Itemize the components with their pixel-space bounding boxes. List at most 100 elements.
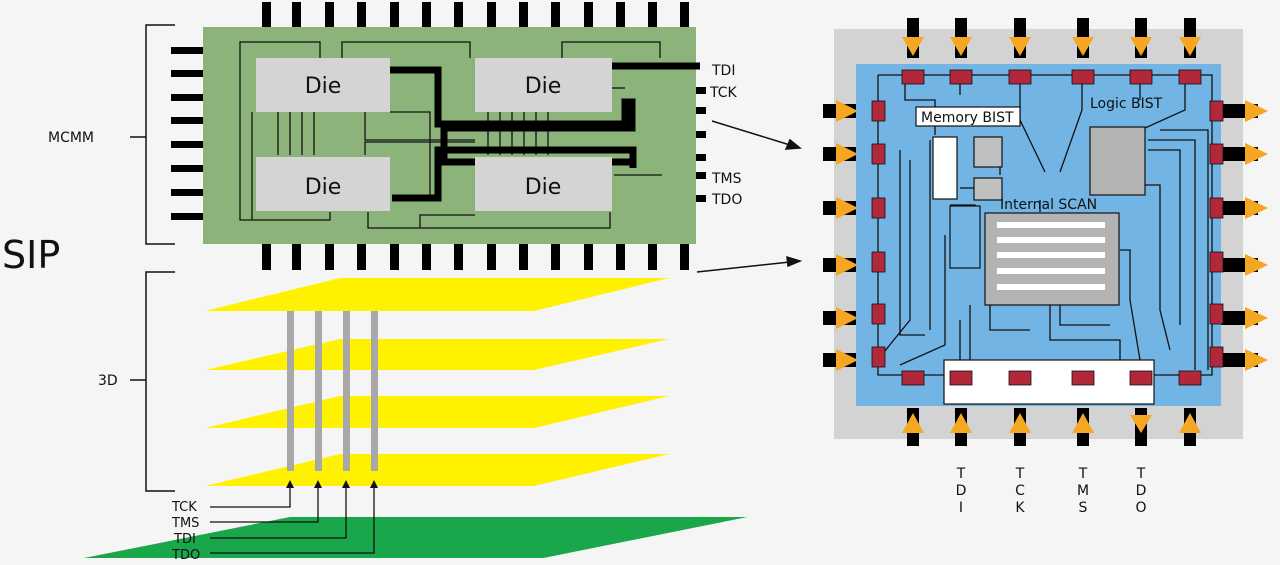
memory-bist-block: Memory BIST <box>915 106 1021 127</box>
mcmm-pin <box>616 243 625 270</box>
chip-pin-letter: K <box>1015 500 1025 516</box>
stack-pin-tck: TCK <box>171 500 197 515</box>
mcmm-pin <box>262 243 271 270</box>
arrow-out-icon <box>1245 197 1268 219</box>
layer-4 <box>205 454 669 486</box>
chip-pin-letter: I <box>959 500 963 516</box>
io-cell <box>1209 346 1224 368</box>
mcmm-pin <box>171 141 204 148</box>
mcmm-pin <box>519 2 528 28</box>
die-bottom-left: Die <box>256 157 390 211</box>
chip-pin-letter: O <box>1135 500 1146 516</box>
arrow-in-icon <box>1130 37 1152 56</box>
arrow-in-icon <box>836 143 858 165</box>
stack-pin-tdi: TDI <box>173 532 196 547</box>
io-cell <box>871 197 886 219</box>
arrow-in-icon <box>950 37 972 56</box>
internal-scan-label: Internal SCAN <box>1000 197 1097 213</box>
mcmm-pin <box>357 2 366 28</box>
memory-block-white <box>932 136 958 200</box>
mcmm-thin-traces <box>239 41 662 229</box>
io-cell <box>901 69 925 85</box>
mcmm-label: MCMM <box>48 130 94 146</box>
arrow-in-icon <box>902 413 924 433</box>
pointer-arrows <box>696 120 803 273</box>
arrow-in-icon <box>1009 37 1031 56</box>
die-top-right: Die <box>475 58 612 112</box>
die-label: Die <box>525 74 562 99</box>
chip-pin-label: TCK <box>1015 466 1026 516</box>
mcmm-pin <box>551 2 560 28</box>
arrow-in-icon <box>1009 413 1031 433</box>
three-d-label: 3D <box>98 373 118 389</box>
die-top-left: Die <box>256 58 390 112</box>
chip-pin-letter: T <box>1078 466 1088 482</box>
io-cell <box>871 251 886 273</box>
arrow-in-icon <box>836 100 858 122</box>
die-bottom-right: Die <box>475 157 612 211</box>
mcmm-pin <box>390 243 399 270</box>
logic-bist-label: Logic BIST <box>1090 96 1163 112</box>
chip-pin-letter: S <box>1079 500 1088 516</box>
chip-pin-letter: T <box>1136 466 1146 482</box>
layer-3 <box>205 396 669 428</box>
io-cell <box>871 100 886 122</box>
io-cell <box>1071 370 1095 386</box>
arrow-out-icon <box>1245 307 1268 329</box>
io-cell <box>1071 69 1095 85</box>
chip-pin-letter: M <box>1077 483 1089 499</box>
scan-chains <box>997 222 1105 290</box>
mcmm-thick-traces <box>390 62 700 202</box>
die-label: Die <box>305 74 342 99</box>
chip-pins <box>823 18 1268 446</box>
mcmm-pin <box>454 243 463 270</box>
die-label: Die <box>525 175 562 200</box>
mcmm-pin <box>325 2 334 28</box>
io-cell <box>1209 197 1224 219</box>
through-silicon-vias <box>287 311 378 471</box>
die-label: Die <box>305 175 342 200</box>
mcmm-pin <box>390 2 399 28</box>
mcmm-pin <box>171 117 204 124</box>
logic-bist-block: Logic BIST <box>1089 96 1163 196</box>
io-cell <box>871 303 886 325</box>
layer-2 <box>205 339 669 370</box>
boundary-scan-register <box>943 359 1155 405</box>
mcmm-pin-tck: TCK <box>709 85 738 101</box>
io-cell <box>1178 370 1202 386</box>
mcmm-pin <box>171 70 204 77</box>
arrow-in-icon <box>1072 37 1094 56</box>
arrow-in-icon <box>902 37 924 56</box>
chip-pin-label: TDI <box>956 466 967 516</box>
base-substrate-fill <box>84 517 747 558</box>
mcmm-pin <box>357 243 366 270</box>
mcmm-pin <box>551 243 560 270</box>
mcmm-pin <box>171 189 204 196</box>
arrow-out-icon <box>1245 254 1268 276</box>
stack-pin-tms: TMS <box>171 516 199 531</box>
io-cell <box>1008 370 1032 386</box>
io-cell <box>1209 303 1224 325</box>
io-cell <box>1209 251 1224 273</box>
arrow-in-icon <box>836 197 858 219</box>
arrow-in-icon <box>836 349 858 371</box>
stack-pin-tdo: TDO <box>171 548 200 563</box>
mcmm-dies: Die Die Die Die <box>256 58 612 211</box>
mcmm-pin <box>292 2 301 28</box>
io-cell <box>949 69 973 85</box>
mcmm-pin <box>648 2 657 28</box>
mcmm-pin <box>422 2 431 28</box>
mcmm-pin <box>454 2 463 28</box>
mcmm-pin <box>171 213 204 220</box>
mcmm-pin <box>487 243 496 270</box>
stack-signal-arrowheads <box>286 480 378 488</box>
three-d-stack: TCK TMS TDI TDO <box>84 278 747 563</box>
mcmm-pin <box>616 2 625 28</box>
io-cell <box>1129 370 1153 386</box>
internal-scan-block: Internal SCAN <box>984 197 1120 306</box>
mcmm-pin <box>325 243 334 270</box>
chip-pin-letter: D <box>956 483 967 499</box>
mcmm-pin <box>680 2 689 28</box>
